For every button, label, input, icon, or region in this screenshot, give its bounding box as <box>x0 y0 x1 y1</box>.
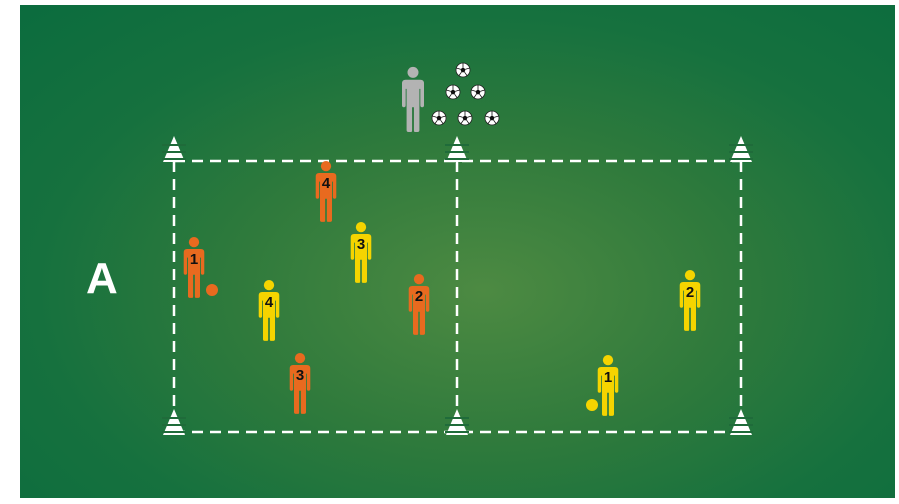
orange-player-3: 3 <box>290 353 311 414</box>
soccer-ball-icon <box>485 111 499 125</box>
player-number: 3 <box>357 236 365 253</box>
player-number: 4 <box>322 175 331 192</box>
cone-icon <box>162 409 186 435</box>
ball-icon <box>586 399 598 411</box>
player-number: 3 <box>296 367 304 384</box>
yellow-team: 1 2 3 4 <box>259 222 701 416</box>
soccer-ball-icon <box>471 85 485 99</box>
player-number: 2 <box>686 284 694 301</box>
yellow-player-4: 4 <box>259 280 280 341</box>
cone-icon <box>729 409 753 435</box>
soccer-ball-icon <box>432 111 446 125</box>
player-number: 4 <box>265 294 274 311</box>
cone-icon <box>729 136 753 162</box>
yellow-player-1: 1 <box>598 355 619 416</box>
ball-supply <box>432 63 499 125</box>
player-number: 1 <box>190 251 198 268</box>
yellow-player-2: 2 <box>680 270 701 331</box>
coach-figure-icon <box>402 67 424 132</box>
ball-icon <box>206 284 218 296</box>
orange-player-4: 4 <box>316 161 337 222</box>
orange-team: 1 2 3 4 <box>184 161 430 414</box>
soccer-ball-icon <box>456 63 470 77</box>
orange-player-1: 1 <box>184 237 205 298</box>
soccer-ball-icon <box>446 85 460 99</box>
cone-icon <box>162 136 186 162</box>
cone-icon <box>445 136 469 162</box>
orange-player-2: 2 <box>409 274 430 335</box>
player-number: 2 <box>415 288 423 305</box>
player-number: 1 <box>604 369 612 386</box>
soccer-ball-icon <box>458 111 472 125</box>
yellow-player-3: 3 <box>351 222 372 283</box>
cone-icon <box>445 409 469 435</box>
area-label: A <box>86 254 118 304</box>
